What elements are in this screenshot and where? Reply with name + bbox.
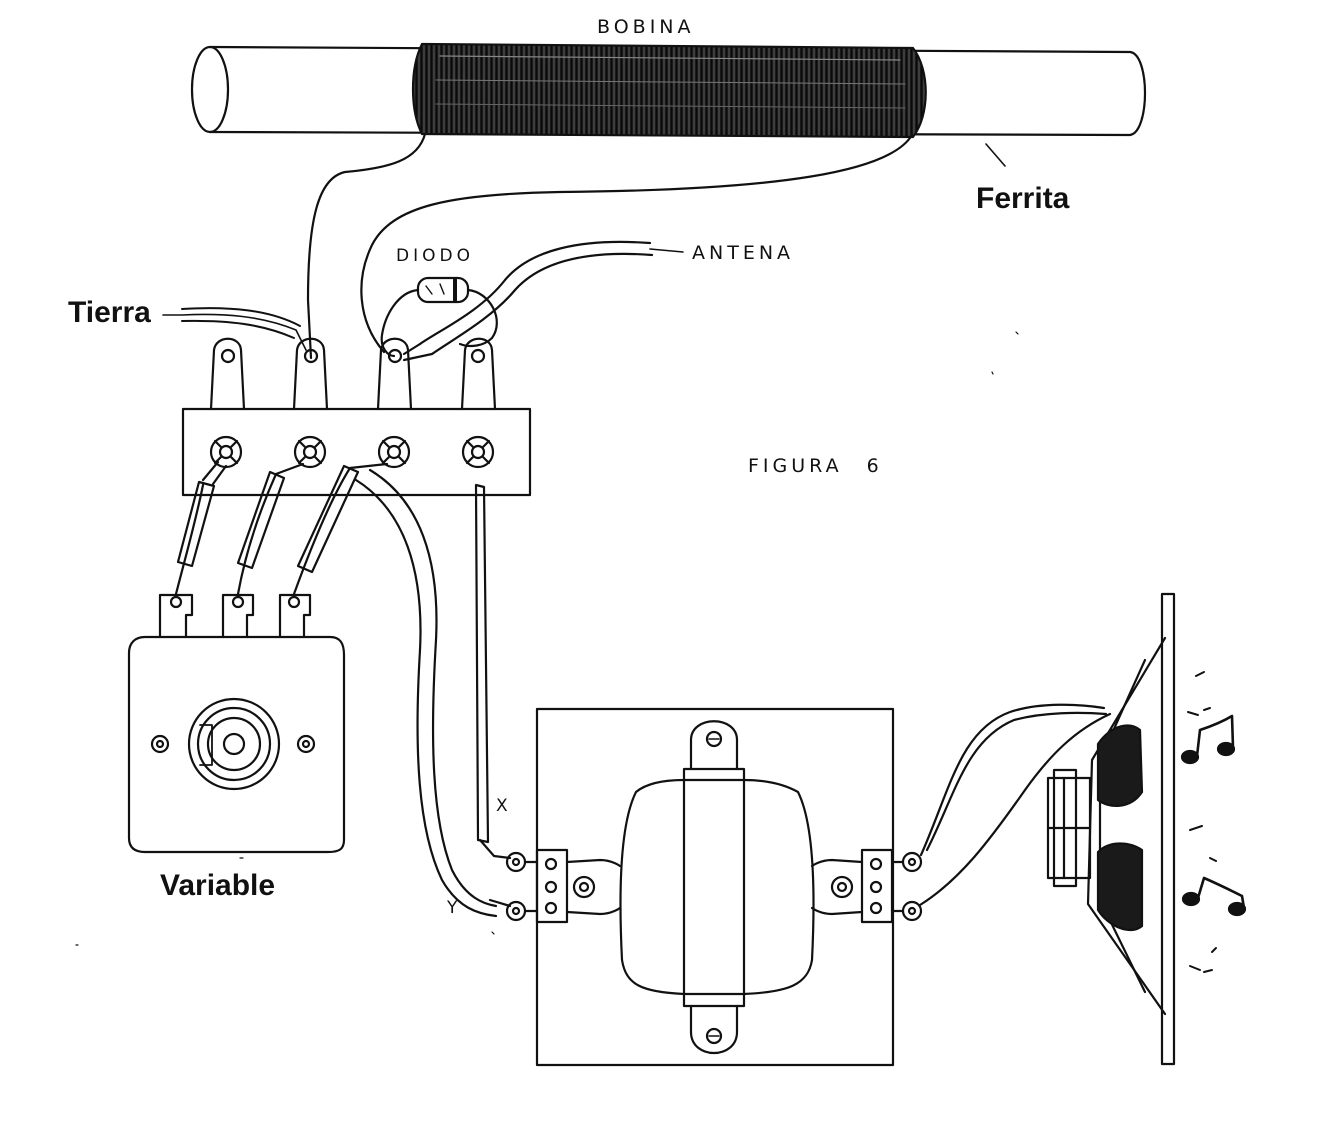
- variable-label: Variable: [160, 869, 276, 902]
- ferrita-leader: [985, 143, 1006, 167]
- transformer: [505, 707, 923, 1067]
- coil-lead-right: [360, 133, 914, 354]
- antenna-wire: [649, 248, 684, 253]
- wire-y: [368, 468, 498, 908]
- figure-caption: FIGURA 6: [748, 455, 883, 477]
- capacitor-wires: [174, 460, 389, 596]
- terminal-x-label: X: [496, 796, 512, 816]
- music-note-icon: [1180, 714, 1236, 765]
- variable-capacitor: [127, 593, 346, 854]
- scan-specks: [75, 331, 1019, 946]
- ground-wire: [162, 313, 307, 351]
- ferrite-rod: [190, 45, 1146, 137]
- terminal-strip: [181, 337, 532, 497]
- wire-x: [474, 483, 490, 844]
- bobina-label: BOBINA: [597, 16, 695, 38]
- terminal-y-label: Y: [447, 898, 462, 918]
- ferrita-label: Ferrita: [976, 182, 1070, 215]
- antena-label: ANTENA: [692, 242, 795, 264]
- coil-lead-left: [306, 132, 427, 360]
- sound-lines: [1187, 671, 1217, 973]
- speaker-wires: [918, 703, 1112, 907]
- tierra-label: Tierra: [68, 296, 151, 329]
- music-note-icon: [1181, 876, 1247, 917]
- diodo-label: DIODO: [396, 246, 474, 266]
- coil: [411, 42, 927, 139]
- speaker: [1046, 592, 1176, 1066]
- diode: [380, 276, 498, 358]
